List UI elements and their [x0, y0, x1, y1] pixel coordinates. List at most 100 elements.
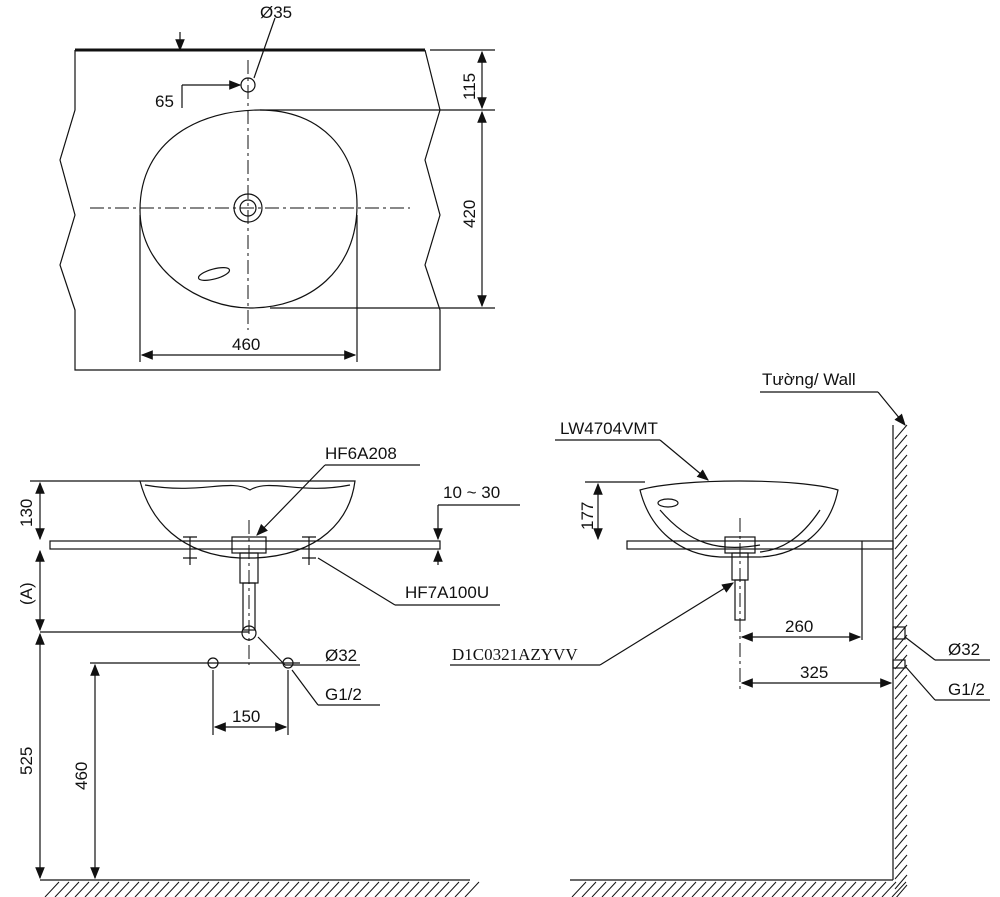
hatch-line — [801, 881, 817, 897]
hatch-line — [671, 881, 687, 897]
hatch-line — [894, 694, 908, 710]
hatch-line — [621, 881, 637, 897]
hatch-line — [894, 554, 908, 570]
hatch-line — [894, 644, 908, 660]
hatch-line — [134, 881, 150, 897]
hatch-line — [894, 774, 908, 790]
hatch-line — [64, 881, 80, 897]
hatch-line — [254, 881, 270, 897]
hatch-line — [454, 881, 470, 897]
countertop-outline — [59, 49, 441, 371]
dim-460-supply: 460 — [72, 762, 91, 790]
dim-177: 177 — [578, 502, 597, 530]
faucet-offset-label: 65 — [155, 92, 174, 111]
hatch-line — [404, 881, 420, 897]
bowl-side — [639, 480, 839, 558]
hatch-line — [324, 881, 340, 897]
hatch-line — [144, 881, 160, 897]
hatch-line — [891, 881, 907, 897]
hatch-line — [464, 881, 480, 897]
hatch-line — [894, 784, 908, 800]
hatch-line — [194, 881, 210, 897]
hatch-line — [894, 744, 908, 760]
hatch-line — [894, 754, 908, 770]
overflow-slot — [197, 267, 231, 281]
hatch-line — [84, 881, 100, 897]
dim-130: 130 — [17, 499, 36, 527]
hatch-line — [894, 594, 908, 610]
hatch-line — [384, 881, 400, 897]
wall-label: Tường/ Wall — [762, 370, 856, 389]
hatch-line — [851, 881, 867, 897]
hatch-line — [894, 814, 908, 830]
hatch-line — [894, 684, 908, 700]
hatch-line — [681, 881, 697, 897]
hatch-line — [571, 881, 587, 897]
countertop-section — [49, 540, 441, 550]
hatch-line — [894, 454, 908, 470]
outlet-stub — [892, 626, 906, 640]
floor-hatch — [44, 881, 480, 897]
hatch-line — [334, 881, 350, 897]
fixing-model-label: HF7A100U — [405, 583, 489, 602]
hatch-line — [224, 881, 240, 897]
wall-hatch — [894, 424, 908, 897]
hatch-line — [894, 704, 908, 720]
hatch-line — [894, 824, 908, 840]
hatch-line — [294, 881, 310, 897]
dim-460: 460 — [232, 335, 260, 354]
hatch-line — [721, 881, 737, 897]
countertop-section — [626, 540, 894, 550]
hatch-line — [344, 881, 360, 897]
basin-model-label: LW4704VMT — [560, 419, 658, 438]
hatch-line — [751, 881, 767, 897]
hatch-line — [894, 674, 908, 690]
hatch-line — [691, 881, 707, 897]
hatch-line — [394, 881, 410, 897]
basin-outline — [139, 109, 358, 309]
hatch-line — [894, 434, 908, 450]
hatch-line — [831, 881, 847, 897]
hatch-line — [894, 864, 908, 880]
hatch-line — [821, 881, 837, 897]
hatch-line — [444, 881, 460, 897]
hatch-line — [284, 881, 300, 897]
dim-325: 325 — [800, 663, 828, 682]
hatch-line — [314, 881, 330, 897]
hatch-line — [264, 881, 280, 897]
hatch-line — [894, 444, 908, 460]
hatch-line — [894, 734, 908, 750]
dim-150: 150 — [232, 707, 260, 726]
hatch-line — [94, 881, 110, 897]
hatch-line — [894, 584, 908, 600]
hatch-line — [894, 524, 908, 540]
hatch-line — [414, 881, 430, 897]
hatch-line — [894, 654, 908, 670]
hatch-line — [894, 764, 908, 780]
hatch-line — [424, 881, 440, 897]
hatch-line — [894, 874, 908, 890]
hatch-line — [631, 881, 647, 897]
hatch-line — [364, 881, 380, 897]
hatch-line — [791, 881, 807, 897]
side-outlet-dia-label: Ø32 — [948, 640, 980, 659]
hatch-line — [164, 881, 180, 897]
hatch-line — [434, 881, 450, 897]
hatch-line — [104, 881, 120, 897]
hatch-line — [894, 514, 908, 530]
hatch-line — [894, 484, 908, 500]
hatch-line — [894, 504, 908, 520]
hatch-line — [871, 881, 887, 897]
floor-hatch-side — [571, 881, 907, 897]
hatch-line — [641, 881, 657, 897]
hatch-line — [894, 804, 908, 820]
hatch-line — [651, 881, 667, 897]
hatch-line — [601, 881, 617, 897]
hatch-line — [661, 881, 677, 897]
hatch-line — [54, 881, 70, 897]
top-view: Ø35 65 115 420 460 — [59, 3, 495, 371]
counter-thickness-label: 10 ~ 30 — [443, 483, 500, 502]
hatch-line — [611, 881, 627, 897]
